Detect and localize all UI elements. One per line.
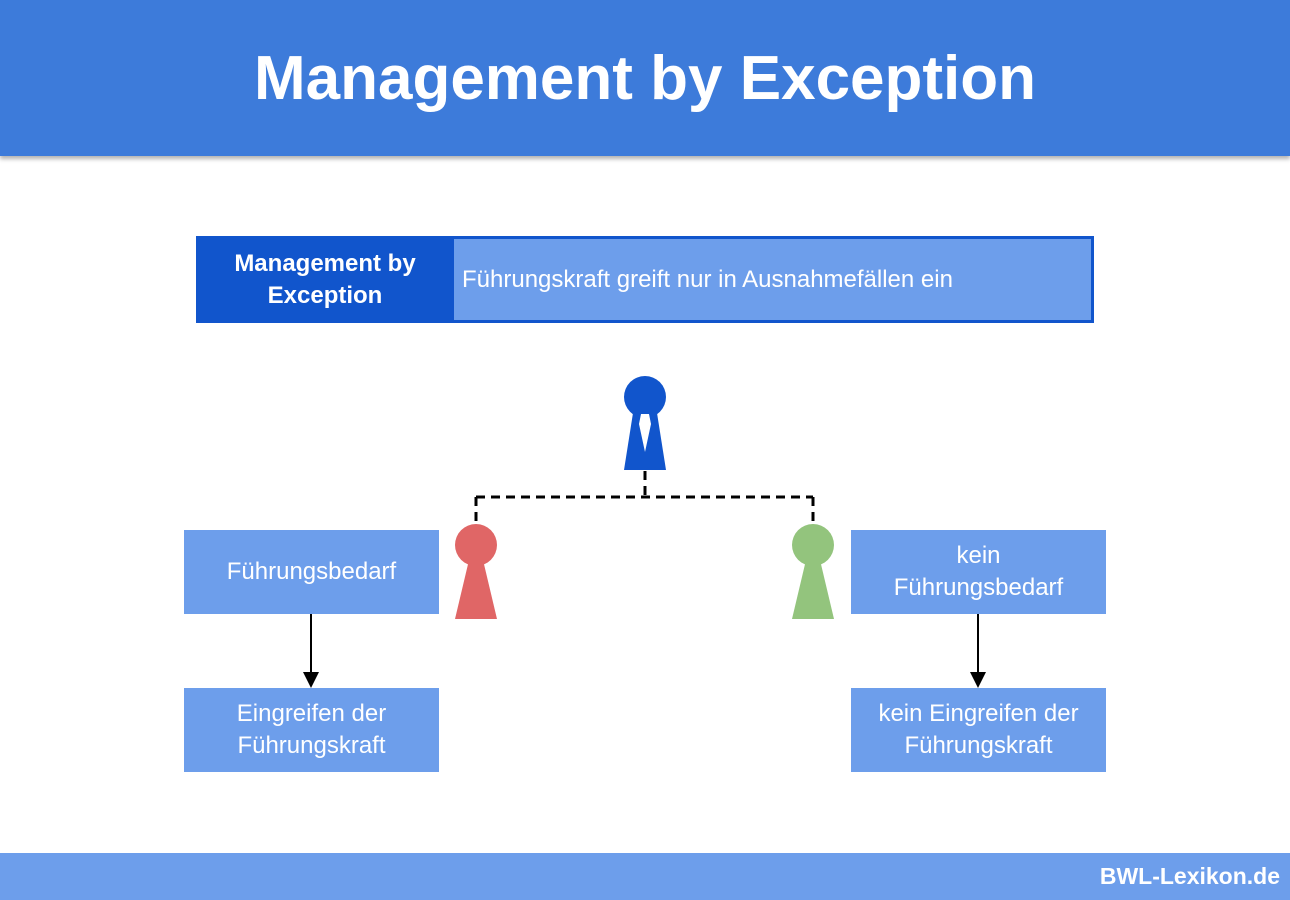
employee-noneed-figure-icon (792, 524, 834, 619)
brand-label: BWL-Lexikon.de (1099, 863, 1280, 889)
page-title: Management by Exception (253, 43, 1037, 113)
definition-term: Management by Exception (234, 249, 416, 309)
manager-figure-icon (624, 376, 666, 470)
no-need-box: kein Führungsbedarf (851, 530, 1106, 614)
hierarchy-connector (474, 471, 815, 521)
employee-need-figure-icon (455, 524, 497, 619)
header-banner: Management by Exception (0, 0, 1290, 156)
definition-box: Management by Exception Führungskraft gr… (196, 236, 1094, 323)
intervene-box: Eingreifen der Führungskraft (184, 688, 439, 772)
need-box: Führungsbedarf (184, 530, 439, 614)
no-intervene-box: kein Eingreifen der Führungskraft (851, 688, 1106, 772)
definition-description: Führungskraft greift nur in Ausnahmefäll… (454, 239, 1091, 320)
footer-bar: BWL-Lexikon.de (0, 853, 1290, 900)
